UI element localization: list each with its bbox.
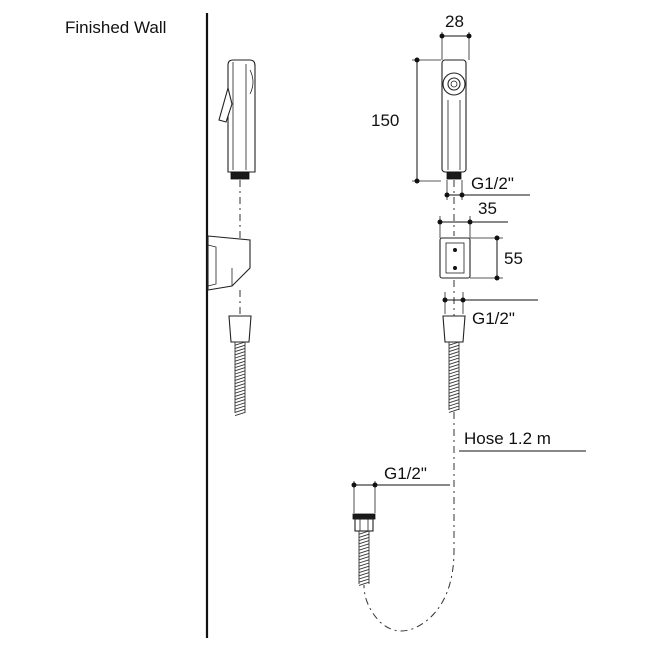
front-hose-upper xyxy=(448,341,460,413)
hose-continuation-dashed xyxy=(363,412,455,632)
side-view-assembly xyxy=(207,59,256,417)
dim-hose-top-thread-text: G1/2" xyxy=(472,309,515,328)
dim-head-thread-text: G1/2" xyxy=(471,174,514,193)
front-view-assembly xyxy=(352,59,471,632)
dim-head-width-text: 28 xyxy=(445,12,464,31)
dim-hose-end-thread-text: G1/2" xyxy=(384,464,427,483)
hose-end-fitting xyxy=(352,513,376,532)
hose-end-coil xyxy=(358,530,370,586)
dim-head-thread: G1/2" xyxy=(444,174,530,200)
front-spray-head xyxy=(441,59,467,180)
dim-hose-end-thread: G1/2" xyxy=(351,464,450,513)
dim-holder-width-text: 35 xyxy=(478,199,497,218)
dim-hose-length-text: Hose 1.2 m xyxy=(464,429,551,448)
side-hose xyxy=(234,341,246,417)
dim-head-height: 150 xyxy=(371,57,441,184)
dim-hose-length: Hose 1.2 m xyxy=(459,429,586,452)
front-hose-nut xyxy=(442,315,466,343)
side-hose-nut xyxy=(228,315,252,343)
dim-head-width: 28 xyxy=(439,12,472,60)
dim-holder-width: 35 xyxy=(437,199,508,238)
side-wall-holder xyxy=(207,235,251,291)
dim-holder-height: 55 xyxy=(470,235,523,281)
dim-holder-height-text: 55 xyxy=(504,249,523,268)
dim-head-height-text: 150 xyxy=(371,111,399,130)
dim-hose-top-thread: G1/2" xyxy=(442,292,538,328)
finished-wall-label: Finished Wall xyxy=(65,18,166,37)
front-wall-holder xyxy=(439,237,471,279)
side-spray-head xyxy=(218,59,256,180)
